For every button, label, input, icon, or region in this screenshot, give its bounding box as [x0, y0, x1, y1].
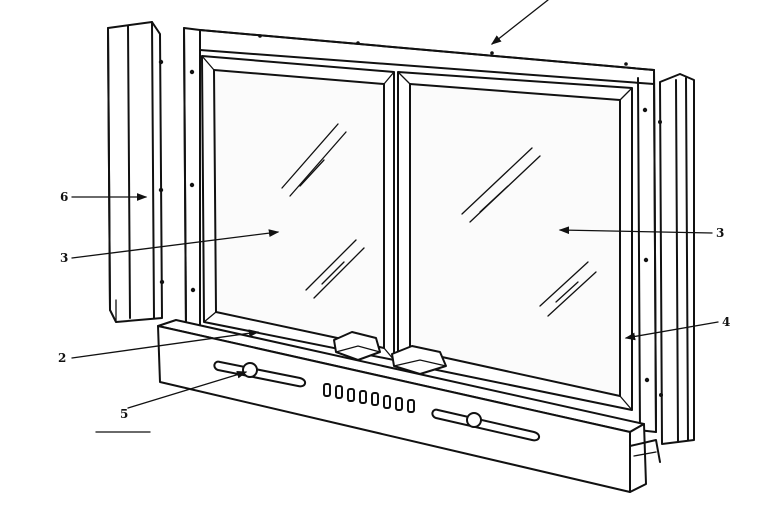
callout-3-left: 3 — [60, 251, 68, 265]
bottom-vent-bar — [157, 319, 661, 493]
callout-5: 5 — [120, 407, 128, 421]
right-side-trim — [658, 73, 695, 445]
leader-lines — [71, 0, 719, 409]
right-door-panel — [397, 71, 633, 411]
callout-3-right: 3 — [716, 226, 724, 240]
callout-4: 4 — [722, 315, 730, 329]
callout-6: 6 — [60, 190, 68, 204]
left-door-panel — [201, 55, 395, 361]
door-handles — [333, 331, 447, 375]
callout-2: 2 — [58, 351, 66, 365]
left-side-trim — [107, 21, 165, 323]
